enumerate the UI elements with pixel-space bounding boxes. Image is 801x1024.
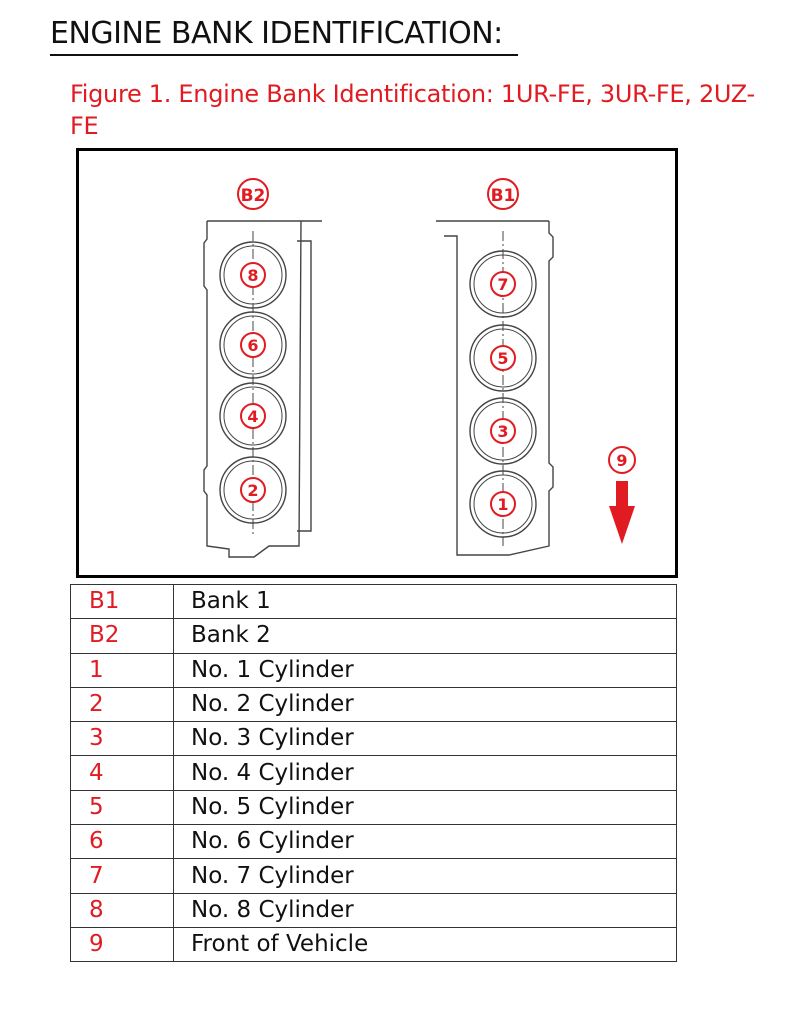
legend-row: 6 No. 6 Cylinder: [70, 824, 677, 860]
legend-row: 2 No. 2 Cylinder: [70, 686, 677, 723]
legend-description: Front of Vehicle: [173, 926, 677, 963]
legend-row: 4 No. 4 Cylinder: [70, 755, 677, 791]
legend-description: No. 6 Cylinder: [173, 824, 677, 860]
legend-code: B2: [70, 618, 174, 654]
front-arrow-icon: [609, 481, 635, 544]
legend-code: 3: [70, 721, 174, 757]
bank-label-b1: B1: [487, 178, 519, 210]
legend-code: 7: [70, 858, 174, 894]
engine-bank-diagram: B2 B1 8 6 4 2: [76, 148, 678, 578]
bank-label-b2: B2: [237, 178, 269, 210]
legend-description: No. 3 Cylinder: [173, 721, 677, 757]
svg-text:9: 9: [616, 451, 627, 470]
legend-code: B1: [70, 583, 174, 620]
svg-text:4: 4: [247, 407, 258, 426]
engine-diagram-svg: B2 B1 8 6 4 2: [203, 178, 636, 558]
legend-description: No. 2 Cylinder: [173, 686, 677, 723]
figure-caption: Figure 1. Engine Bank Identification: 1U…: [70, 80, 755, 140]
legend-code: 8: [70, 892, 174, 928]
heading-underline: [50, 54, 518, 56]
cylinder-5: 5: [469, 324, 537, 392]
legend-row: B1 Bank 1: [70, 583, 677, 620]
svg-text:5: 5: [497, 349, 508, 368]
legend-description: Bank 1: [173, 583, 677, 620]
cylinder-7: 7: [469, 250, 537, 318]
legend-row: 5 No. 5 Cylinder: [70, 789, 677, 826]
legend-code: 9: [70, 926, 174, 963]
svg-text:6: 6: [247, 336, 258, 355]
cylinder-6: 6: [219, 311, 287, 379]
cylinder-2: 2: [219, 456, 287, 524]
legend-row: 3 No. 3 Cylinder: [70, 721, 677, 757]
legend-description: No. 4 Cylinder: [173, 755, 677, 791]
svg-text:B1: B1: [491, 186, 516, 206]
svg-text:3: 3: [497, 422, 508, 441]
cylinder-1: 1: [469, 470, 537, 538]
legend-code: 4: [70, 755, 174, 791]
svg-text:7: 7: [497, 275, 508, 294]
legend-description: No. 5 Cylinder: [173, 789, 677, 826]
legend-row: 8 No. 8 Cylinder: [70, 892, 677, 928]
cylinder-4: 4: [219, 382, 287, 450]
legend-description: No. 8 Cylinder: [173, 892, 677, 928]
page-heading: ENGINE BANK IDENTIFICATION:: [50, 16, 503, 51]
svg-text:1: 1: [497, 495, 508, 514]
legend-code: 1: [70, 652, 174, 688]
legend-row: 9 Front of Vehicle: [70, 926, 677, 963]
legend-description: No. 1 Cylinder: [173, 652, 677, 688]
legend-row: 1 No. 1 Cylinder: [70, 652, 677, 688]
front-marker-label: 9: [608, 446, 636, 474]
legend-code: 2: [70, 686, 174, 723]
legend-row: 7 No. 7 Cylinder: [70, 858, 677, 894]
legend-description: No. 7 Cylinder: [173, 858, 677, 894]
svg-text:B2: B2: [241, 186, 266, 206]
legend-table: B1 Bank 1 B2 Bank 2 1 No. 1 Cylinder 2 N…: [70, 583, 677, 963]
legend-row: B2 Bank 2: [70, 618, 677, 654]
cylinder-3: 3: [469, 397, 537, 465]
legend-code: 6: [70, 824, 174, 860]
svg-text:2: 2: [247, 481, 258, 500]
right-bank-head: [436, 220, 554, 556]
svg-text:8: 8: [247, 266, 258, 285]
legend-description: Bank 2: [173, 618, 677, 654]
cylinder-8: 8: [219, 241, 287, 309]
legend-code: 5: [70, 789, 174, 826]
